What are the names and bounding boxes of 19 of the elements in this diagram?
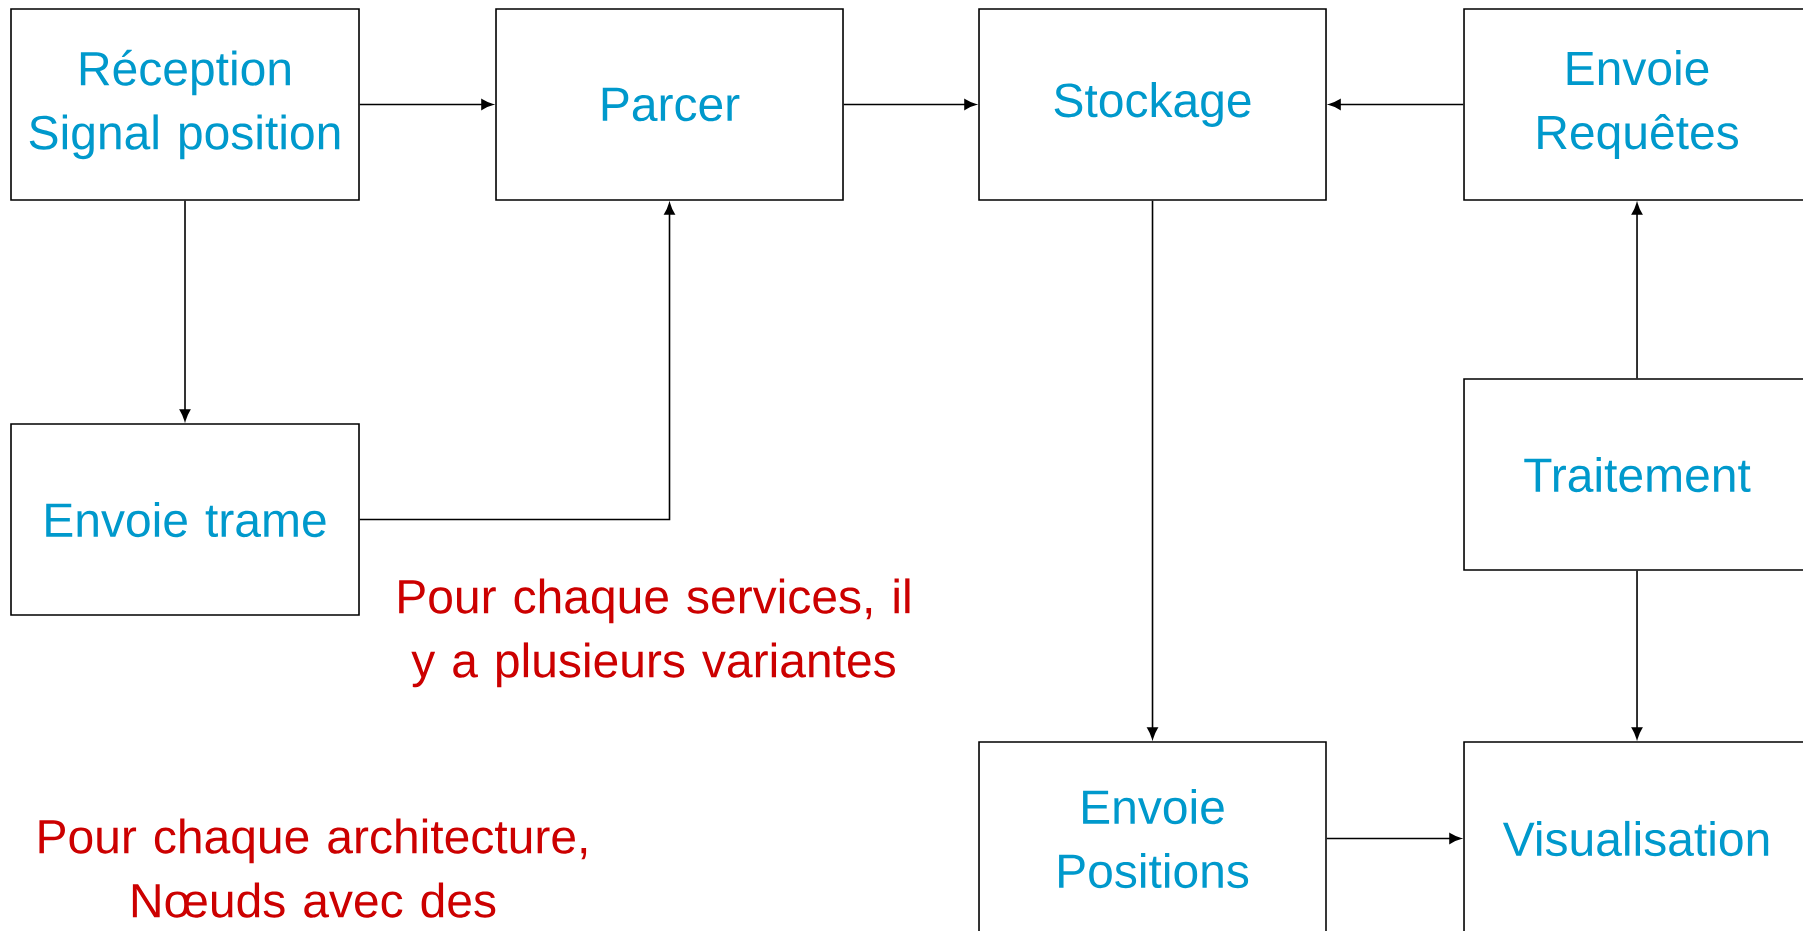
note-text: Pour chaque architecture, Nœuds avec des	[39, 818, 587, 918]
note-text: Pour chaque services, il y a plusieurs variantes	[399, 578, 910, 688]
process-box: Visualisation	[1463, 741, 1803, 931]
process-box: Envoie Requêtes	[1463, 8, 1803, 201]
arrow	[179, 200, 191, 422]
arrow	[1631, 202, 1643, 379]
arrow	[1631, 570, 1643, 740]
arrow	[1326, 833, 1462, 844]
arrow	[359, 99, 494, 110]
arrow	[843, 99, 977, 110]
process-box: Envoie Positions	[978, 741, 1327, 931]
process-box: Parcer	[495, 8, 844, 201]
arrow	[1147, 200, 1158, 740]
process-box: Traitement	[1463, 378, 1803, 571]
process-box: Envoie trame	[10, 423, 360, 616]
arrow	[359, 202, 675, 521]
arrow	[1328, 99, 1464, 110]
process-box: Réception Signal position	[10, 8, 360, 201]
process-box: Stockage	[978, 8, 1327, 201]
